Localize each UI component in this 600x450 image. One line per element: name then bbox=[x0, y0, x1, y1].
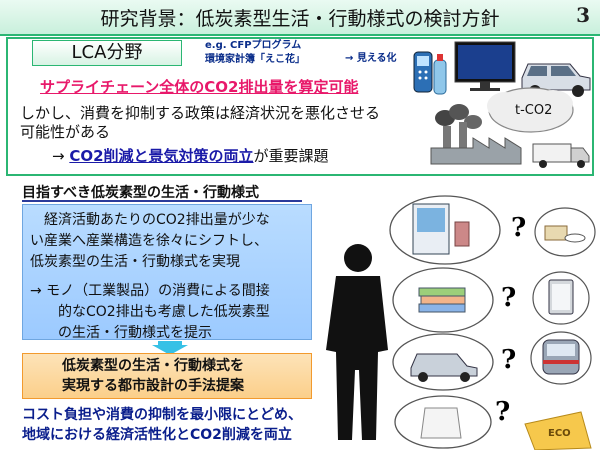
title-bar bbox=[0, 0, 600, 36]
proposal-line-1: 低炭素型の生活・行動様式を bbox=[62, 358, 244, 374]
question-mark: ? bbox=[495, 397, 510, 427]
goal-paragraph-2: → モノ（工業製品）の消費による間接 的なCO2排出も考慮した低炭素型 の生活・… bbox=[30, 281, 310, 344]
product-illustrations bbox=[413, 41, 591, 97]
question-mark: ? bbox=[511, 213, 526, 243]
proposal-text: 低炭素型の生活・行動様式を 実現する都市設計の手法提案 bbox=[62, 356, 244, 396]
coffee-cake-icon bbox=[534, 207, 596, 257]
thought-cloud-vending bbox=[389, 195, 501, 265]
goal-paragraph-1-line-3: 低炭素型の生活・行動様式を実現 bbox=[30, 254, 240, 270]
example-line-2: 環境家計簿「えこ花」 bbox=[205, 54, 305, 65]
economic-concern: しかし、消費を抑制する政策は経済状況を悪化させる 可能性がある bbox=[20, 104, 440, 142]
economic-concern-line-2: 可能性がある bbox=[20, 123, 111, 141]
section-heading: 目指すべき低炭素型の生活・行動様式 bbox=[22, 185, 260, 201]
goal-paragraph-2-line-2: 的なCO2排出も考慮した低炭素型 bbox=[58, 304, 270, 320]
goal-paragraph-1-line-2: い産業へ産業構造を徐々にシフトし、 bbox=[30, 233, 268, 249]
summary-text: コスト負担や消費の抑制を最小限にとどめ、 地域における経済活性化とCO2削減を両… bbox=[22, 405, 302, 445]
page-number: 3 bbox=[576, 3, 590, 27]
question-mark: ? bbox=[501, 345, 516, 375]
key-issue-suffix: が重要課題 bbox=[253, 147, 329, 165]
key-issue-prefix: → bbox=[52, 147, 70, 165]
train-icon bbox=[530, 331, 592, 385]
lca-tag: LCA分野 bbox=[32, 40, 182, 66]
mobile-phone-icon bbox=[413, 51, 433, 93]
example-line-1: e.g. CFPプログラム bbox=[205, 40, 302, 51]
car-icon bbox=[521, 63, 591, 97]
economic-concern-line-1: しかし、消費を抑制する政策は経済状況を悪化させる bbox=[20, 104, 381, 122]
down-arrow-icon bbox=[152, 341, 188, 355]
bottle-icon bbox=[433, 54, 447, 95]
thought-clouds: ? ? ? ? ECO bbox=[389, 195, 596, 450]
page-title: 研究背景：低炭素型生活・行動様式の検討方針 bbox=[100, 8, 500, 30]
factory-icon bbox=[430, 122, 522, 165]
tco2-label: t-CO2 bbox=[515, 103, 552, 118]
factory-emission-illustration: t-CO2 bbox=[430, 87, 590, 168]
summary-line-2: 地域における経済活性化とCO2削減を両立 bbox=[22, 427, 292, 443]
goal-paragraph-2-line-3: の生活・行動様式を提示 bbox=[58, 325, 212, 341]
goal-paragraph-1-line-1: 経済活動あたりのCO2排出量が少な bbox=[44, 212, 270, 228]
example-programs: e.g. CFPプログラム 環境家計簿「えこ花」 bbox=[205, 39, 305, 67]
proposal-line-2: 実現する都市設計の手法提案 bbox=[62, 378, 244, 394]
key-issue-highlight: CO2削減と景気対策の両立 bbox=[69, 147, 254, 165]
goal-paragraph-1: 経済活動あたりのCO2排出量が少な い産業へ産業構造を徐々にシフトし、 低炭素型… bbox=[30, 210, 310, 273]
eco-bag-icon: ECO bbox=[524, 411, 592, 450]
tablet-icon bbox=[532, 271, 590, 325]
eco-bag-text: ECO bbox=[548, 428, 571, 439]
truck-icon bbox=[532, 143, 590, 168]
supply-chain-statement: サプライチェーン全体のCO2排出量を算定可能 bbox=[40, 78, 359, 96]
thought-cloud-car bbox=[392, 333, 494, 391]
thought-cloud-bag bbox=[394, 395, 492, 449]
co2-cloud-icon bbox=[487, 87, 574, 133]
goal-paragraph-2-line-1: → モノ（工業製品）の消費による間接 bbox=[30, 283, 270, 299]
television-icon bbox=[454, 41, 516, 91]
goal-description-box bbox=[22, 204, 312, 340]
key-issue: → CO2削減と景気対策の両立が重要課題 bbox=[52, 145, 329, 166]
person-silhouette-icon bbox=[326, 244, 388, 440]
summary-line-1: コスト負担や消費の抑制を最小限にとどめ、 bbox=[22, 407, 302, 423]
thought-cloud-books bbox=[392, 267, 494, 333]
section-heading-underline bbox=[22, 200, 302, 202]
proposal-box bbox=[22, 353, 312, 399]
smoke-icon bbox=[435, 104, 482, 129]
question-mark: ? bbox=[501, 283, 516, 313]
visualization-label: → 見える化 bbox=[345, 53, 397, 64]
